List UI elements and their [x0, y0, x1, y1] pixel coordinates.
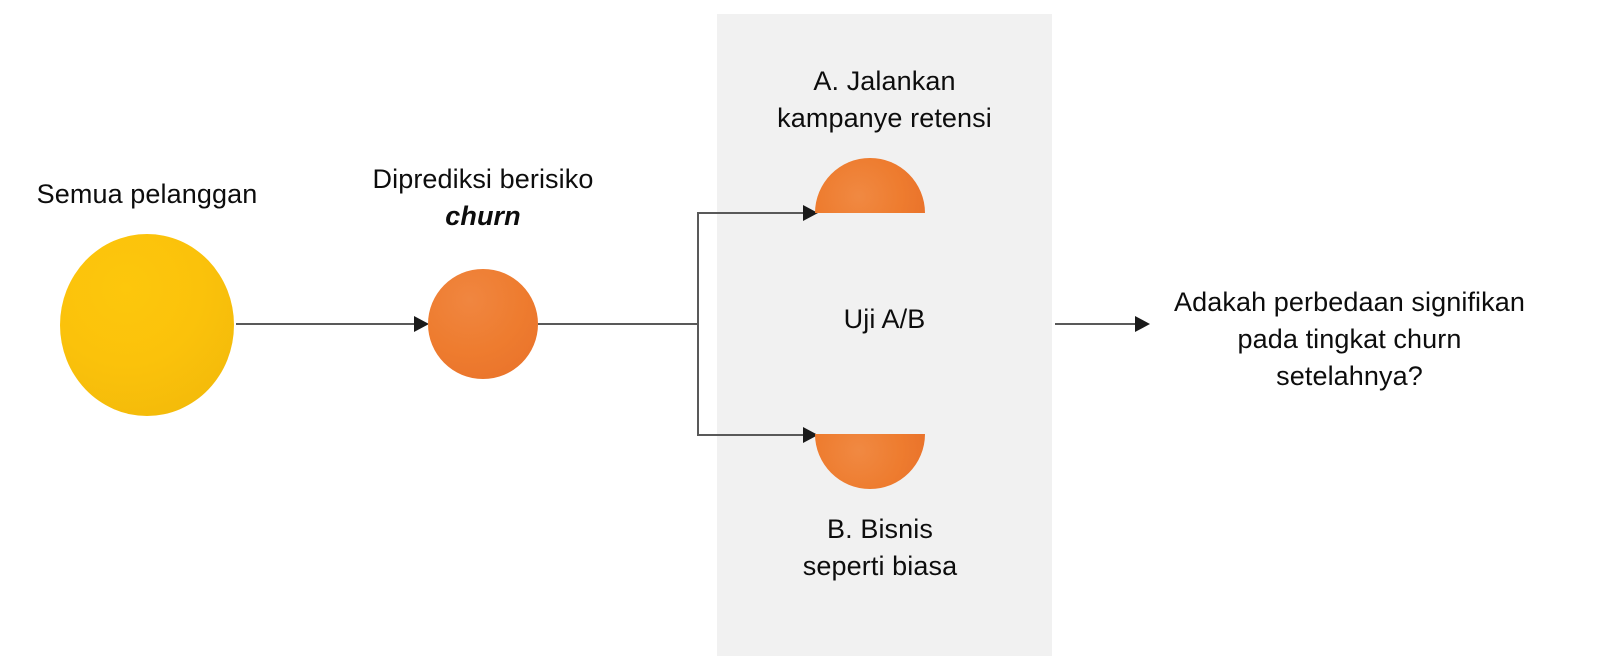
node-variant-a-label: A. Jalankan kampanye retensi — [777, 66, 992, 133]
connector-to-outcome-line — [1055, 323, 1141, 325]
node-all-customers-shape — [60, 234, 234, 416]
ab-test-panel-title: Uji A/B — [843, 304, 926, 334]
connector-all-to-atrisk-line — [236, 323, 420, 325]
node-at-risk-label: Diprediksi berisiko churn — [348, 161, 618, 235]
node-at-risk-shape — [428, 269, 538, 379]
node-outcome-label: Adakah perbedaan signifikan pada tingkat… — [1174, 287, 1525, 391]
node-at-risk-label-line1: Diprediksi berisiko — [372, 164, 594, 194]
node-all-customers-label: Semua pelanggan — [36, 179, 258, 209]
connector-to-variant-a-line — [697, 212, 809, 214]
connector-split-vertical — [697, 212, 699, 436]
connector-to-variant-a-arrowhead — [803, 205, 818, 221]
ab-test-panel — [717, 14, 1052, 656]
node-at-risk-label-emphasis: churn — [445, 201, 521, 231]
connector-to-outcome-arrowhead — [1135, 316, 1150, 332]
connector-all-to-atrisk-arrowhead — [414, 316, 429, 332]
connector-to-variant-b-line — [697, 434, 809, 436]
node-variant-b-label: B. Bisnis seperti biasa — [802, 514, 958, 581]
connector-to-variant-b-arrowhead — [803, 427, 818, 443]
connector-split-stem — [538, 323, 699, 325]
